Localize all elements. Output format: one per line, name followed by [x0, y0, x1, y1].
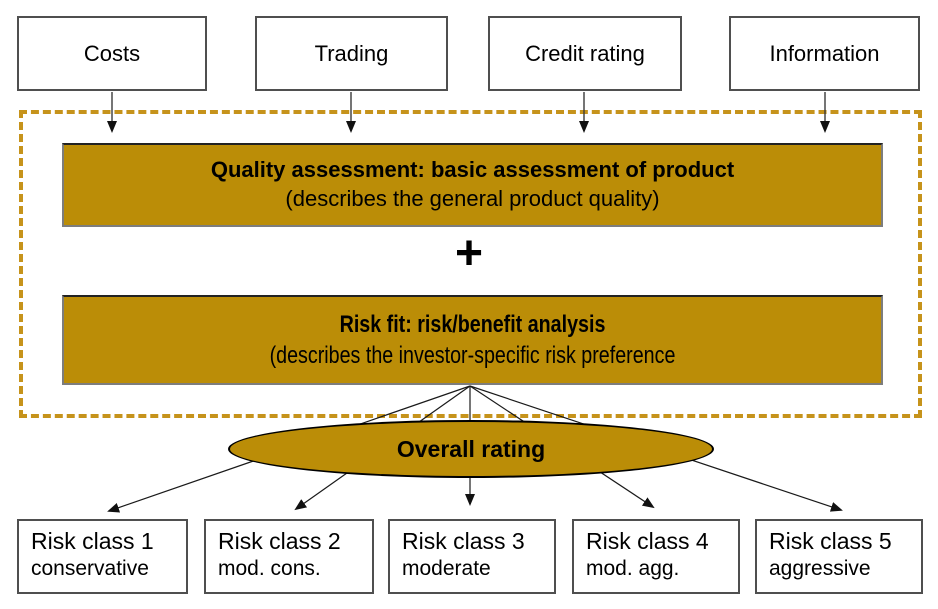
overall-rating-ellipse: Overall rating	[228, 420, 714, 478]
risk-class-2-title: Risk class 2	[218, 528, 341, 554]
input-arrows	[107, 92, 830, 133]
risk-class-2-box: Risk class 2 mod. cons.	[204, 519, 374, 594]
risk-class-3-box: Risk class 3 moderate	[388, 519, 556, 594]
input-box-costs-label: Costs	[83, 40, 141, 66]
risk-class-2-subtitle: mod. cons.	[218, 556, 321, 580]
risk-class-3-title: Risk class 3	[402, 528, 525, 554]
risk-fit-subtitle: (describes the investor-specific risk pr…	[269, 342, 676, 369]
risk-fit-box: Risk fit: risk/benefit analysis (describ…	[62, 295, 883, 385]
overall-rating-label: Overall rating	[396, 435, 546, 462]
input-box-credit-rating-label: Credit rating	[525, 40, 645, 66]
risk-class-5-title: Risk class 5	[769, 528, 892, 554]
input-box-information-label: Information	[769, 40, 880, 66]
risk-class-1-box: Risk class 1 conservative	[17, 519, 188, 594]
quality-assessment-title: Quality assessment: basic assessment of …	[210, 157, 735, 183]
risk-class-4-box: Risk class 4 mod. agg.	[572, 519, 740, 594]
risk-class-3-subtitle: moderate	[402, 556, 491, 580]
input-box-credit-rating: Credit rating	[488, 16, 682, 91]
risk-class-5-box: Risk class 5 aggressive	[755, 519, 923, 594]
risk-fit-text: Risk fit: risk/benefit analysis (describ…	[138, 309, 808, 371]
risk-fit-title: Risk fit: risk/benefit analysis	[339, 310, 606, 338]
quality-assessment-box: Quality assessment: basic assessment of …	[62, 143, 883, 227]
quality-assessment-subtitle: (describes the general product quality)	[285, 186, 660, 211]
input-box-information: Information	[729, 16, 920, 91]
plus-sign: +	[454, 227, 484, 280]
risk-class-1-title: Risk class 1	[31, 528, 154, 554]
input-box-costs: Costs	[17, 16, 207, 91]
risk-class-4-subtitle: mod. agg.	[586, 556, 680, 580]
risk-class-1-subtitle: conservative	[31, 556, 149, 580]
risk-class-4-title: Risk class 4	[586, 528, 709, 554]
input-box-trading-label: Trading	[314, 40, 389, 66]
input-box-trading: Trading	[255, 16, 448, 91]
risk-class-5-subtitle: aggressive	[769, 556, 871, 580]
